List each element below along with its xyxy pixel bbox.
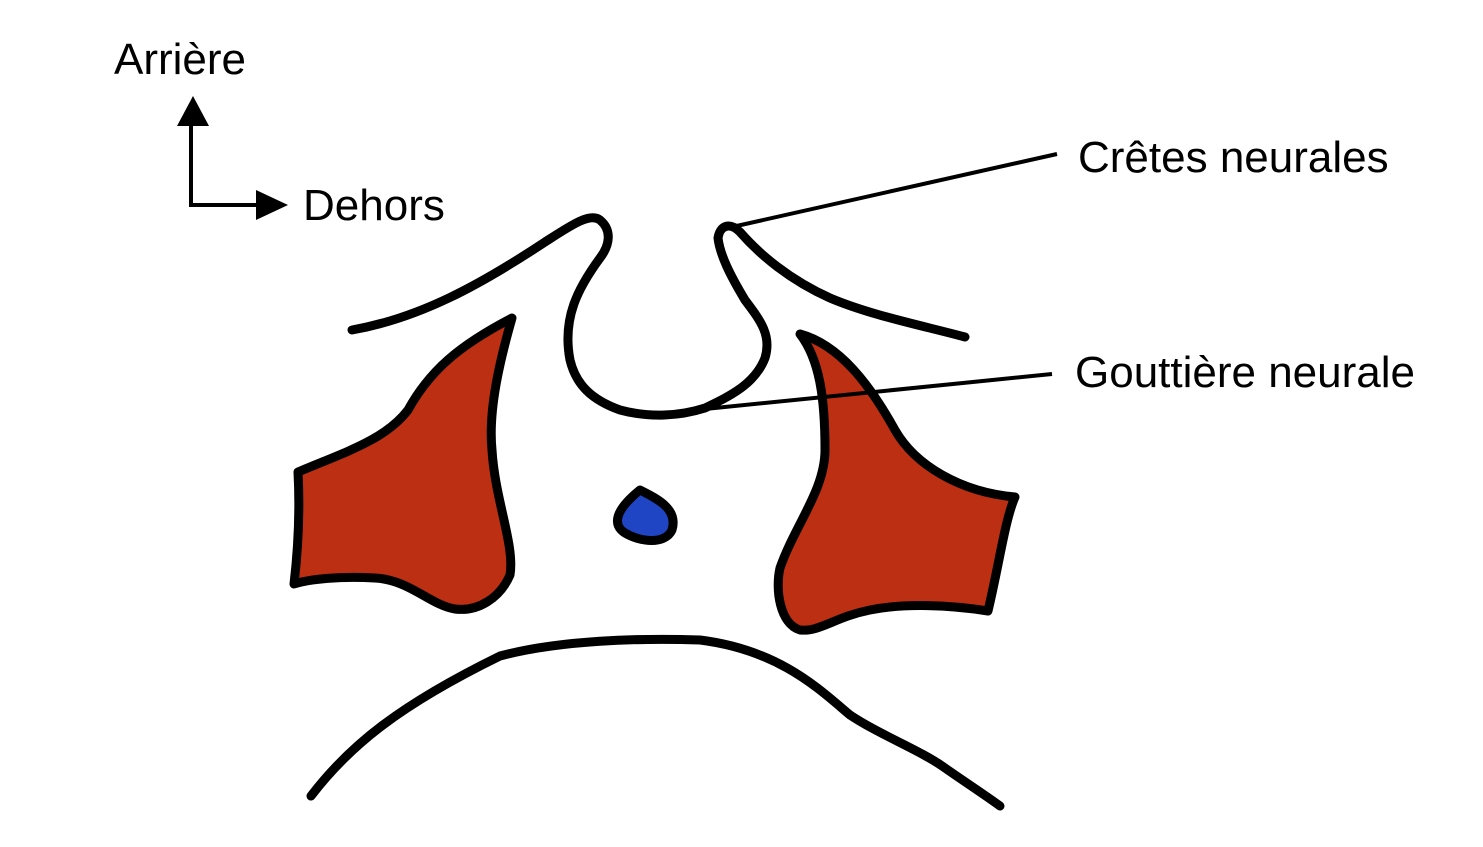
right-somite <box>773 329 1020 635</box>
endoderm-arc <box>306 634 1005 811</box>
orientation-axes <box>189 122 262 207</box>
neural-groove-outline <box>347 213 970 420</box>
orientation-label-outward: Dehors <box>303 181 445 230</box>
notochord <box>612 485 678 545</box>
leader-line-neural-groove <box>704 372 1053 411</box>
arrow-right-icon <box>256 190 288 220</box>
leader-line-neural-crests <box>731 152 1058 229</box>
label-neural-groove: Gouttière neurale <box>1075 348 1415 397</box>
label-neural-crests: Crêtes neurales <box>1078 133 1389 182</box>
orientation-label-back: Arrière <box>114 35 247 84</box>
left-somite <box>289 313 517 614</box>
arrow-up-icon <box>177 96 209 126</box>
